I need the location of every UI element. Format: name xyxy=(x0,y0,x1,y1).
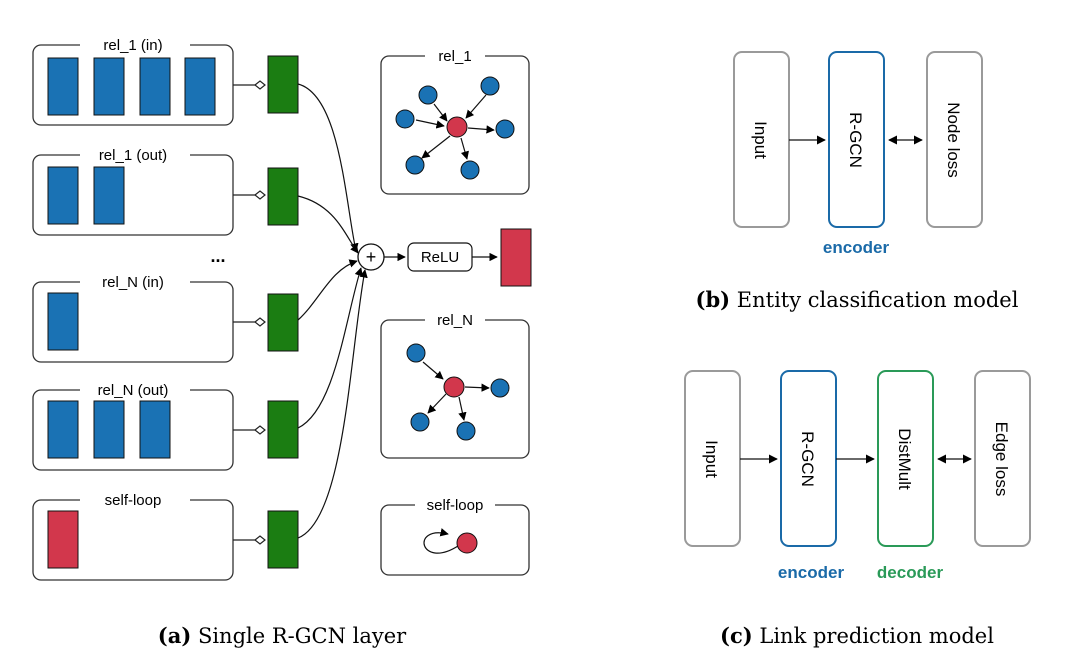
relation-group-self-loop: self-loop xyxy=(32,491,234,581)
center-node xyxy=(456,532,478,554)
node xyxy=(395,109,415,129)
panel-c: Input R-GCN DistMult Edge loss encoder d… xyxy=(684,370,1031,582)
center-node xyxy=(443,376,465,398)
node xyxy=(406,343,426,363)
node xyxy=(480,76,500,96)
node-loss-box xyxy=(926,51,983,228)
feature-block xyxy=(93,400,125,459)
group-label: rel_N (in) xyxy=(102,274,164,291)
relu-label: ReLU xyxy=(421,249,459,266)
node xyxy=(405,155,425,175)
encoder-label: encoder xyxy=(823,238,890,257)
caption-b: (b) Entity classification model xyxy=(696,287,1019,312)
group-label: rel_1 (in) xyxy=(103,37,162,54)
node xyxy=(410,412,430,432)
rgcn-label: R-GCN xyxy=(846,112,865,168)
rgcn-label: R-GCN xyxy=(798,431,817,487)
weight-block xyxy=(267,293,299,352)
distmult-box xyxy=(877,370,934,547)
edge-loss-box xyxy=(974,370,1031,547)
relation-group-relN-in: rel_N (in) xyxy=(32,273,234,363)
group-connectors xyxy=(233,80,266,545)
caption-c: (c) Link prediction model xyxy=(720,623,994,648)
node xyxy=(418,85,438,105)
rgcn-box xyxy=(828,51,885,228)
feature-block xyxy=(184,57,216,116)
aggregation-curves xyxy=(297,83,368,539)
ellipsis: ... xyxy=(210,246,225,266)
weight-block xyxy=(267,55,299,114)
panel-b: Input R-GCN Node loss encoder xyxy=(733,51,983,257)
feature-block xyxy=(47,166,79,225)
decoder-label: decoder xyxy=(877,563,944,582)
weight-block xyxy=(267,167,299,226)
relation-group-rel1-out: rel_1 (out) xyxy=(32,146,234,236)
node xyxy=(495,119,515,139)
group-label: rel_1 (out) xyxy=(99,147,167,164)
edge-loss-label: Edge loss xyxy=(992,422,1011,497)
output-block xyxy=(500,228,532,287)
input-label: Input xyxy=(751,121,770,159)
sum-symbol: + xyxy=(366,247,377,267)
feature-block xyxy=(47,292,79,351)
graph-label: self-loop xyxy=(427,497,484,514)
encoder-label: encoder xyxy=(778,563,845,582)
weight-block xyxy=(267,400,299,459)
feature-block xyxy=(93,166,125,225)
graph-self-loop: self-loop xyxy=(380,496,530,576)
distmult-label: DistMult xyxy=(895,428,914,490)
input-label: Input xyxy=(702,440,721,478)
node xyxy=(456,421,476,441)
center-node xyxy=(446,116,468,138)
feature-block xyxy=(139,57,171,116)
graph-label: rel_N xyxy=(437,312,473,329)
group-label: rel_N (out) xyxy=(98,382,169,399)
group-label: self-loop xyxy=(105,492,162,509)
weight-block xyxy=(267,510,299,569)
graph-relN: rel_N xyxy=(380,311,530,459)
node xyxy=(490,378,510,398)
feature-block xyxy=(47,57,79,116)
caption-a: (a) Single R-GCN layer xyxy=(158,623,407,648)
feature-block xyxy=(93,57,125,116)
relation-group-rel1-in: rel_1 (in) xyxy=(32,36,234,126)
feature-block xyxy=(139,400,171,459)
feature-block xyxy=(47,400,79,459)
node-loss-label: Node loss xyxy=(944,102,963,178)
graph-label: rel_1 xyxy=(438,48,471,65)
relation-group-relN-out: rel_N (out) xyxy=(32,381,234,471)
node xyxy=(460,160,480,180)
feature-block xyxy=(47,510,79,569)
graph-rel1: rel_1 xyxy=(380,47,530,195)
weight-matrices xyxy=(267,55,299,569)
